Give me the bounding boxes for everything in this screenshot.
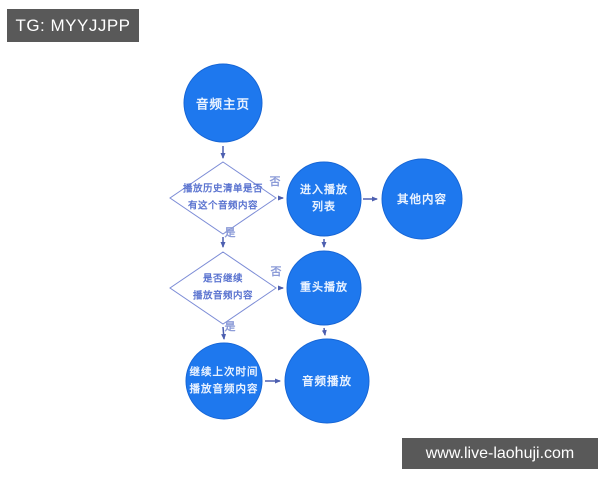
node-audio-play-circle: [284, 338, 370, 424]
node-home-circle: [183, 63, 263, 143]
website-watermark-badge: www.live-laohuji.com: [402, 438, 598, 469]
website-watermark-text: www.live-laohuji.com: [425, 444, 575, 462]
node-continue-from-last-circle: [185, 342, 263, 420]
arrow-replay-to-audio-play: [321, 327, 327, 336]
decision-history-check-diamond: [169, 161, 277, 235]
node-enter-playlist-circle: [286, 161, 362, 237]
node-other-content-circle: [381, 158, 463, 240]
node-replay-circle: [286, 250, 362, 326]
telegram-watermark-badge: TG: MYYJJPP: [7, 9, 139, 42]
telegram-watermark-text: TG: MYYJJPP: [15, 15, 131, 35]
decision-continue-check-diamond: [169, 251, 277, 325]
arrow-continue-yes-to-continue-from-last: [221, 326, 227, 340]
